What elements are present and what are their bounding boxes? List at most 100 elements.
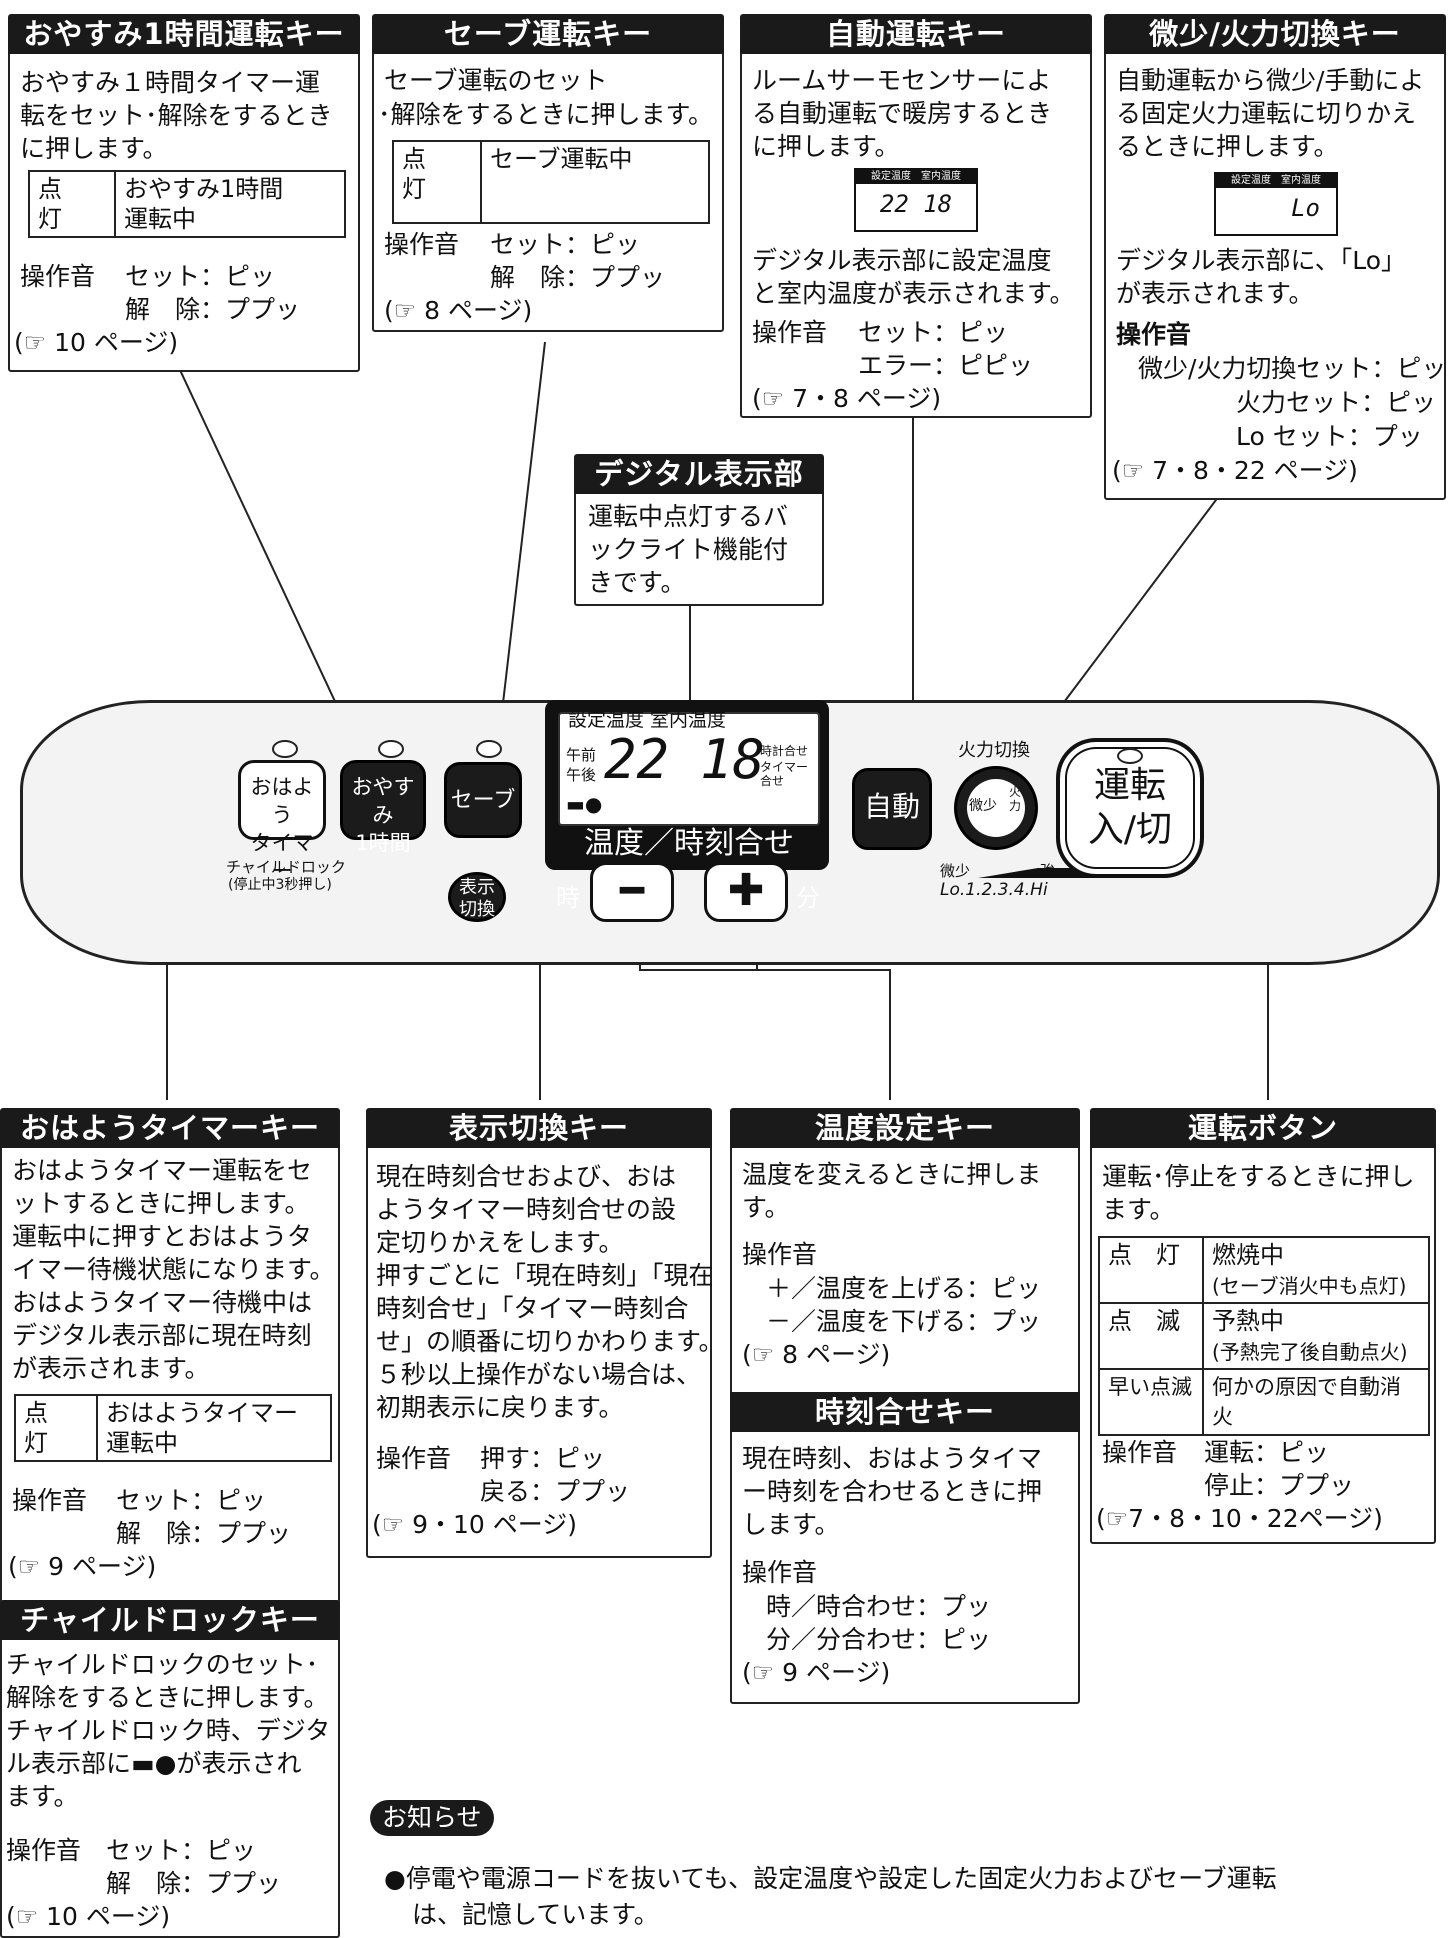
power-button[interactable]: 運転 入/切	[1056, 738, 1204, 878]
status-key: 点 灯	[392, 140, 482, 224]
auto-lcd-mini: 設定温度 室内温度 22 18	[854, 168, 978, 232]
auto-sound-1: セット：ピッ	[858, 318, 1009, 347]
display-desc-2: ようタイマー時刻合せの設	[376, 1195, 677, 1224]
status-key: 点 滅	[1098, 1302, 1204, 1370]
oyasumi-desc-1: おやすみ１時間タイマー運	[20, 68, 321, 97]
fire-switch-label: 火力切換	[958, 740, 1030, 761]
tempset-ref: (☞ 8 ページ)	[742, 1340, 891, 1369]
level-max-label: 強	[1040, 862, 1056, 880]
ohayo-ref: (☞ 9 ページ)	[8, 1552, 157, 1581]
save-button[interactable]: セーブ	[444, 762, 522, 838]
lcd-room-temp: 18	[700, 728, 766, 791]
lcd-top-labels: 設定温度 室内温度	[568, 709, 727, 731]
hour-label: 時	[556, 884, 580, 912]
fire-desc-2: る固定火力運転に切りかえ	[1116, 99, 1417, 128]
display-desc-6: せ」の順番に切りかわります。	[376, 1327, 724, 1356]
fire-sound-1: 微少/火力切換セット：ピッ	[1138, 354, 1447, 383]
power-status-table: 点 灯 燃焼中(セーブ消火中も点灯) 点 滅 予熱中(予熱完了後自動点火) 早い…	[1098, 1236, 1430, 1436]
childlock-desc-4: ル表示部に▬●が表示され	[6, 1749, 302, 1778]
fire-ref: (☞ 7・8・22 ページ)	[1112, 456, 1358, 485]
power-desc-2: ます。	[1102, 1195, 1175, 1224]
lcd-pm: 午後	[566, 766, 597, 784]
plus-button[interactable]: ✚	[704, 862, 788, 922]
fire-desc2-1: デジタル表示部に、「Lo」	[1116, 246, 1407, 275]
oyasumi-desc-2: 転をセット･解除をするとき	[20, 101, 333, 130]
ohayo-sound-label: 操作音	[12, 1486, 88, 1515]
ohayo-sound-1: セット：ピッ	[116, 1486, 267, 1515]
childlock-ref: (☞ 10 ページ)	[6, 1902, 171, 1931]
fire-desc-1: 自動運転から微少/手動によ	[1116, 66, 1425, 95]
status-value: おはようタイマー運転中	[96, 1394, 332, 1462]
status-value: 何かの原因で自動消火	[1202, 1368, 1430, 1436]
digital-desc-1: 運転中点灯するバ	[588, 502, 789, 531]
ohayo-desc-4: イマー待機状態になります。	[12, 1255, 335, 1284]
display-key-title: 表示切換キー	[366, 1108, 712, 1148]
auto-desc2-2: と室内温度が表示されます。	[752, 279, 1075, 308]
timeset-ref: (☞ 9 ページ)	[742, 1658, 891, 1687]
ohayo-desc-5: おはようタイマー待機中は	[12, 1288, 313, 1317]
notice-line-2: は、記憶しています。	[412, 1900, 659, 1929]
minus-icon: ━	[619, 868, 645, 914]
display-sound-1: 押す：ピッ	[480, 1444, 606, 1473]
childlock-sound-2: 解 除：ププッ	[106, 1869, 282, 1898]
oyasumi-1h-button[interactable]: おやすみ 1時間	[340, 760, 426, 855]
oyasumi-sound-2: 解 除：ププッ	[125, 295, 301, 324]
timeset-sound-label: 操作音	[742, 1558, 818, 1587]
timeset-sound-2: 分／分合わせ：ピッ	[766, 1625, 992, 1654]
ohayo-desc-3: 運転中に押すとおはようタ	[12, 1222, 313, 1251]
power-led	[1117, 748, 1143, 764]
ohayo-status-table: 点 灯 おはようタイマー運転中	[14, 1394, 332, 1462]
fire-key-box	[1104, 14, 1446, 500]
save-sound-label: 操作音	[384, 230, 460, 259]
display-key-box	[366, 1108, 712, 1558]
oyasumi-sound-label: 操作音	[20, 262, 96, 291]
lcd-am: 午前	[566, 746, 597, 764]
display-desc-8: 初期表示に戻ります。	[376, 1393, 624, 1422]
auto-sound-2: エラー：ピピッ	[858, 351, 1034, 380]
lcd-clock-set: 時計合せ	[760, 744, 809, 758]
fire-sound-label: 操作音	[1116, 320, 1192, 349]
panel-lcd-screen	[558, 712, 820, 826]
oyasumi-led	[378, 740, 404, 758]
save-sound-2: 解 除：ププッ	[490, 263, 666, 292]
status-key: 点 灯	[1098, 1236, 1204, 1304]
oyasumi-sound-1: セット：ピッ	[125, 262, 276, 291]
display-desc-5: 時刻合せ」「タイマー時刻合	[376, 1294, 689, 1323]
lcd-key-icon: ▬●	[566, 792, 603, 816]
display-switch-button[interactable]: 表示 切換	[448, 872, 506, 922]
plus-icon: ✚	[727, 865, 765, 916]
level-bar	[978, 868, 1098, 878]
display-desc-4: 押すごとに「現在時刻」「現在	[376, 1261, 714, 1290]
childlock-desc-2: 解除をするときに押します。	[6, 1683, 329, 1712]
save-led	[476, 740, 502, 758]
fire-switch-button[interactable]: 微少 火力	[954, 766, 1038, 850]
status-value: おやすみ1時間運転中	[114, 170, 346, 238]
childlock-sound-1: セット：ピッ	[106, 1836, 257, 1865]
display-ref: (☞ 9・10 ページ)	[372, 1510, 578, 1539]
ohayo-led	[272, 740, 298, 758]
ohayo-timer-button[interactable]: おはよう タイマー	[238, 760, 326, 883]
fire-desc-3: るときに押します。	[1116, 132, 1339, 161]
temp-time-label: 温度／時刻合せ	[584, 826, 794, 861]
timeset-key-title: 時刻合せキー	[730, 1392, 1080, 1432]
fire-lcd-mini: 設定温度 室内温度 Lo	[1214, 172, 1338, 236]
child-lock-label: チャイルドロック	[226, 858, 346, 876]
auto-ref: (☞ 7・8 ページ)	[752, 384, 942, 413]
tempset-desc-1: 温度を変えるときに押しま	[742, 1160, 1042, 1189]
digital-display-title: デジタル表示部	[574, 454, 824, 494]
save-sound-1: セット：ピッ	[490, 230, 641, 259]
timeset-desc-2: ー時刻を合わせるときに押	[742, 1477, 1043, 1506]
minus-button[interactable]: ━	[590, 862, 674, 922]
tempset-key-title: 温度設定キー	[730, 1108, 1080, 1148]
auto-button[interactable]: 自動	[852, 768, 932, 850]
fire-sound-3: Lo セット：プッ	[1236, 422, 1423, 451]
power-sound-2: 停止：ププッ	[1204, 1471, 1355, 1500]
child-lock-sublabel: (停止中3秒押し)	[228, 877, 332, 893]
status-key: 早い点滅	[1098, 1368, 1204, 1436]
timeset-sound-1: 時／時合わせ：プッ	[766, 1592, 992, 1621]
display-sound-2: 戻る：ププッ	[480, 1477, 631, 1506]
notice-badge: お知らせ	[370, 1800, 494, 1836]
auto-key-title: 自動運転キー	[740, 14, 1092, 54]
display-sound-label: 操作音	[376, 1444, 452, 1473]
tempset-sound-label: 操作音	[742, 1240, 818, 1269]
